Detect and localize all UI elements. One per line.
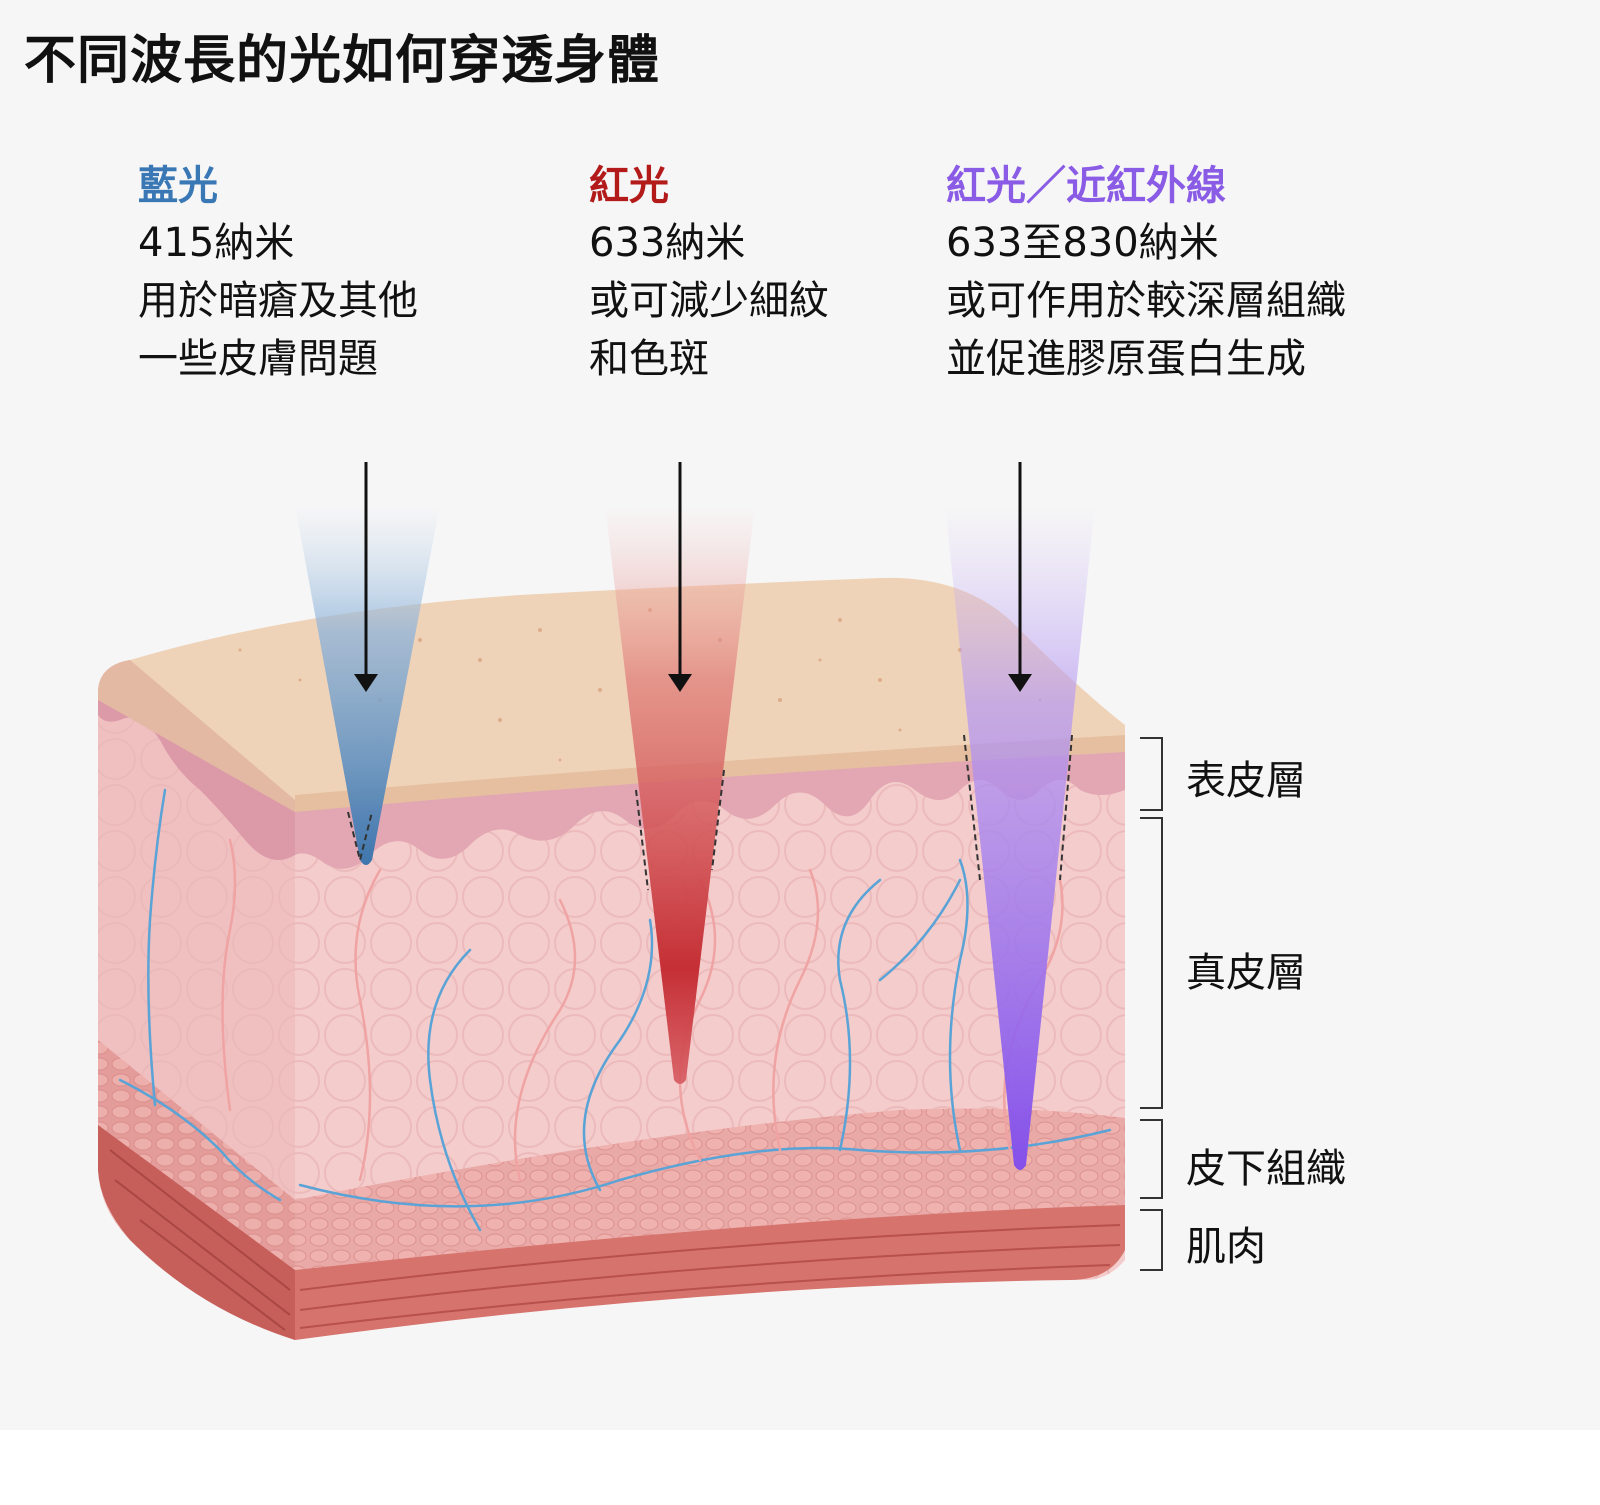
nir-light-info: 紅光／近紅外線 633至830納米 或可作用於較深層組織 並促進膠原蛋白生成 <box>946 158 1346 388</box>
subcutis-bracket <box>1140 1119 1163 1199</box>
red-light-beam <box>605 505 755 1084</box>
muscle-bracket <box>1140 1209 1163 1271</box>
red-light-desc-2: 和色斑 <box>589 336 709 382</box>
nir-light-name: 紅光／近紅外線 <box>946 163 1226 209</box>
epidermis-label: 表皮層 <box>1186 758 1306 804</box>
skin-cross-section-diagram <box>98 462 1163 1340</box>
blue-light-name: 藍光 <box>138 163 218 209</box>
muscle-layer <box>98 1125 1125 1340</box>
epidermis-basal <box>98 690 1125 869</box>
dermis-bracket <box>1140 817 1163 1109</box>
blue-light-info: 藍光 415納米 用於暗瘡及其他 一些皮膚問題 <box>138 158 418 388</box>
page-title: 不同波長的光如何穿透身體 <box>24 31 661 91</box>
red-light-desc-1: 或可減少細紋 <box>589 278 829 324</box>
muscle-label: 肌肉 <box>1186 1224 1266 1270</box>
epidermis-bracket <box>1140 737 1163 811</box>
nir-light-wavelength: 633至830納米 <box>946 220 1219 266</box>
nir-light-beam <box>945 505 1095 1170</box>
red-light-wavelength: 633納米 <box>589 220 746 266</box>
nir-light-desc-2: 並促進膠原蛋白生成 <box>946 336 1306 382</box>
red-light-info: 紅光 633納米 或可減少細紋 和色斑 <box>589 158 829 388</box>
dermis-label: 真皮層 <box>1186 950 1306 996</box>
blue-light-desc-1: 用於暗瘡及其他 <box>138 278 418 324</box>
blue-light-wavelength: 415納米 <box>138 220 295 266</box>
red-light-arrow <box>668 462 692 692</box>
subcutis-label: 皮下組織 <box>1186 1146 1346 1192</box>
subcutis-layer <box>98 1040 1125 1270</box>
nir-light-arrow <box>1008 462 1032 692</box>
blue-light-arrow <box>354 462 378 692</box>
blue-light-desc-2: 一些皮膚問題 <box>138 336 378 382</box>
red-light-name: 紅光 <box>589 163 669 209</box>
nir-light-desc-1: 或可作用於較深層組織 <box>946 278 1346 324</box>
blood-vessels <box>118 788 1112 1232</box>
